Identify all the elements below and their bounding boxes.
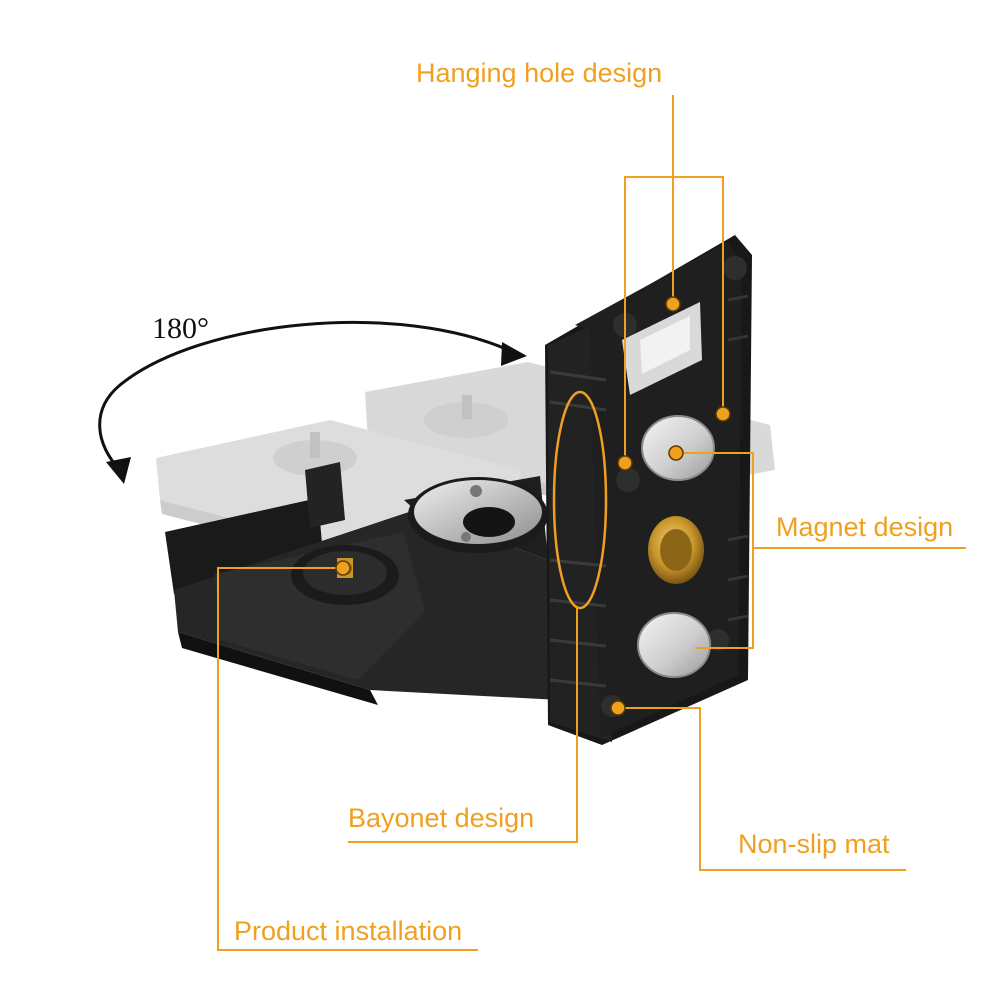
marker-dots	[335, 296, 731, 716]
product-installation-label: Product installation	[234, 916, 463, 946]
brass-insert	[648, 516, 704, 584]
non-slip-label: Non-slip mat	[738, 829, 890, 859]
bayonet-label: Bayonet design	[348, 803, 535, 833]
magnet-bottom	[637, 612, 711, 678]
magnet-label: Magnet design	[776, 512, 954, 542]
bayonet-highlight	[552, 390, 608, 610]
hanging-hole-label: Hanging hole design	[416, 58, 663, 88]
rotation-angle-label: 180°	[152, 312, 209, 345]
rotation-arrow	[98, 320, 527, 484]
mounting-disc	[408, 477, 548, 553]
vertical-bracket	[545, 235, 752, 745]
leader-lines	[217, 95, 966, 951]
